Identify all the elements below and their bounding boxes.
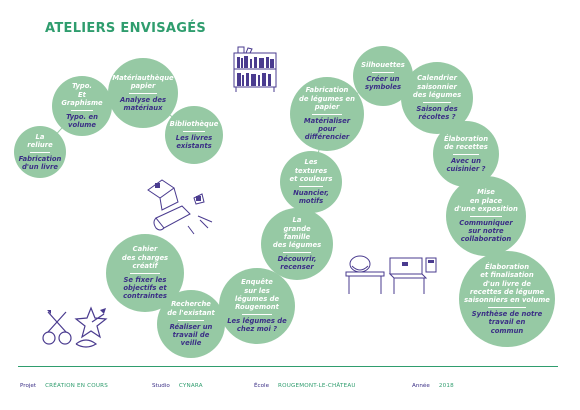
footer-label: Studio xyxy=(152,383,170,389)
divider xyxy=(177,319,205,321)
workshop-enquete: Enquête sur les légumes de Rougemont Les… xyxy=(219,268,295,344)
workshop-subtitle: Typo. en volume xyxy=(66,113,98,130)
footer-ecole: École ROUGEMONT-LE-CHÂTEAU xyxy=(254,383,356,389)
workshop-typographie: Typo. Et Graphisme Typo. en volume xyxy=(52,76,112,136)
star-plant-icon xyxy=(74,306,108,348)
workshop-cahier-charges: Cahier des charges créatif Se fixer les … xyxy=(106,234,184,312)
footer-label: Projet xyxy=(20,383,37,389)
divider xyxy=(129,93,157,94)
footer: Projet CRÉATION EN COURS Studio CYNARA Éco… xyxy=(0,383,580,395)
footer-divider xyxy=(18,366,558,367)
divider xyxy=(299,186,323,188)
footer-studio: Studio CYNARA xyxy=(152,383,203,389)
workshop-title: La reliure xyxy=(27,132,53,149)
footer-label: École xyxy=(254,383,270,389)
workshop-subtitle: Communiquer sur notre collaboration xyxy=(459,219,513,244)
footer-value: 2018 xyxy=(438,383,454,389)
workshop-recherche-existant: Recherche de l'existant Réaliser un trav… xyxy=(157,290,225,358)
workshop-title: La grande famille des légumes xyxy=(272,216,322,249)
divider xyxy=(422,102,452,104)
footer-value: ROUGEMONT-LE-CHÂTEAU xyxy=(278,383,356,389)
divider xyxy=(183,130,205,132)
divider xyxy=(129,273,161,274)
workshop-subtitle: Saison des récoltes ? xyxy=(416,105,458,122)
desks-icon xyxy=(345,255,437,294)
divider xyxy=(453,154,479,155)
workshop-finalisation-livre: Élaboration et finalisation d'un livre d… xyxy=(459,251,555,347)
workshop-title: Typo. Et Graphisme xyxy=(61,82,103,107)
workshop-exposition: Mise en place d'une exposition Communiqu… xyxy=(446,176,526,256)
footer-projet: Projet CRÉATION EN COURS xyxy=(20,383,108,389)
workshop-subtitle: Analyse des matériaux xyxy=(120,96,166,113)
workshop-title: Fabrication de légumes en papier xyxy=(298,86,356,111)
workshop-title: Élaboration de recettes xyxy=(443,134,489,151)
workshop-subtitle: Créer un symboles xyxy=(364,74,402,92)
workshop-subtitle: Nuancier, motifs xyxy=(293,189,329,206)
divider xyxy=(312,114,342,115)
workshop-subtitle: Se fixer les objectifs et contraintes xyxy=(123,276,167,301)
divider xyxy=(487,307,527,309)
footer-value: CRÉATION EN COURS xyxy=(45,383,108,389)
workshop-title: Recherche de l'existant xyxy=(167,300,215,317)
workshop-title: Cahier des charges créatif xyxy=(121,245,169,270)
workshop-materiautheque: Matériauthèque papier Analyse des matéri… xyxy=(108,58,178,128)
divider xyxy=(470,216,502,217)
divider xyxy=(30,152,50,153)
workshop-title: Calendrier saisonnier des légumes xyxy=(412,74,462,99)
workshop-subtitle: Synthèse de notre travail en commun xyxy=(471,310,543,335)
workshop-title: Mise en place d'une exposition xyxy=(454,188,518,213)
scissors-icon xyxy=(42,310,72,345)
workshop-textures-couleurs: Les textures et couleurs Nuancier, motif… xyxy=(280,151,342,213)
workshop-subtitle: Fabrication d'un livre xyxy=(18,155,62,172)
divider xyxy=(242,314,272,316)
workshop-famille-legumes: La grande famille des légumes Découvrir,… xyxy=(261,208,333,280)
workshop-calendrier: Calendrier saisonnier des légumes Saison… xyxy=(401,62,473,134)
workshop-elaboration-recettes: Élaboration de recettes Avec un cuisinie… xyxy=(433,121,499,187)
workshop-subtitle: Les légumes de chez moi ? xyxy=(227,317,287,334)
divider xyxy=(282,252,312,254)
divider xyxy=(70,110,94,112)
workshop-bibliotheque: Bibliothèque Les livres existants xyxy=(165,106,223,164)
workshop-fabrication-legumes: Fabrication de légumes en papier Matéria… xyxy=(290,77,364,151)
workshop-subtitle: Découvrir, recenser xyxy=(277,255,317,272)
workshop-reliure: La reliure Fabrication d'un livre xyxy=(14,126,66,178)
footer-label: Année xyxy=(412,383,430,389)
workshop-subtitle: Réaliser un travail de veille xyxy=(169,322,213,348)
workshop-title: Les textures et couleurs xyxy=(289,158,333,183)
workshop-subtitle: Avec un cuisinier ? xyxy=(446,157,486,174)
workshop-title: Élaboration et finalisation d'un livre d… xyxy=(464,263,550,304)
footer-annee: Année 2018 xyxy=(412,383,454,389)
divider xyxy=(371,71,395,73)
papercraft-icon xyxy=(147,179,213,235)
bookshelf-icon xyxy=(233,46,277,92)
workshop-title: Silhouettes xyxy=(361,60,405,69)
workshop-title: Enquête sur les légumes de Rougemont xyxy=(234,278,280,311)
workshop-subtitle: Les livres existants xyxy=(175,133,213,151)
workshop-title: Matériauthèque papier xyxy=(112,73,174,90)
workshop-title: Bibliothèque xyxy=(169,119,219,128)
page-title: ATELIERS ENVISAGÉS xyxy=(45,21,207,36)
footer-value: CYNARA xyxy=(178,383,203,389)
workshop-subtitle: Matérialiser pour différencier xyxy=(303,117,351,142)
